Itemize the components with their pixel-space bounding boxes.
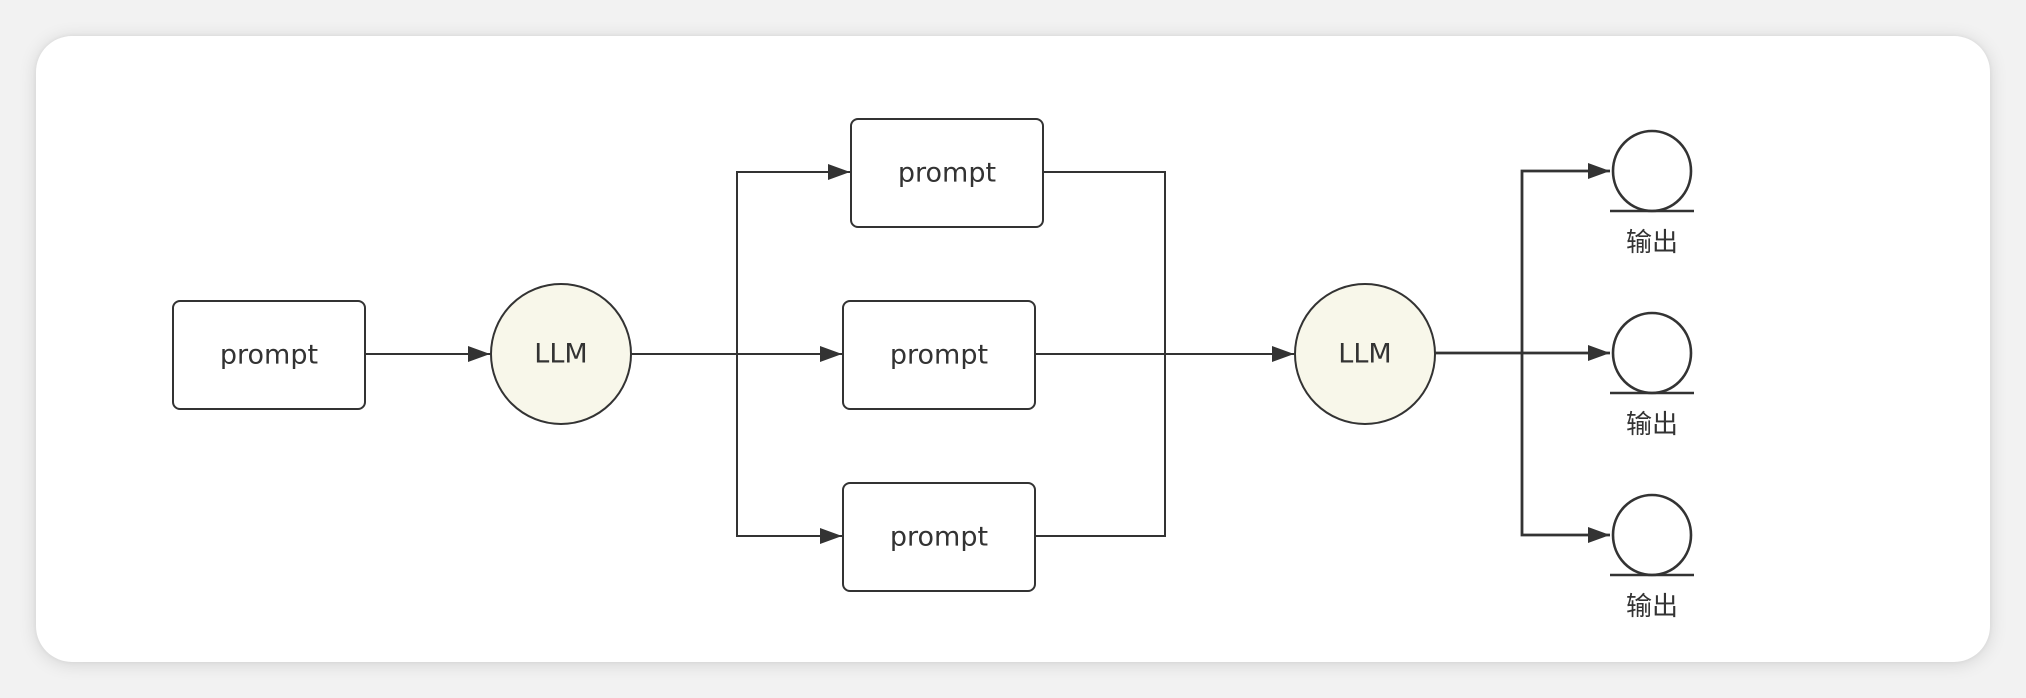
node-branch-prompt-top: prompt xyxy=(850,118,1044,228)
node-branch-prompt-top-label: prompt xyxy=(898,158,996,189)
edge-merge-top xyxy=(1043,171,1166,354)
edge-llm2-to-output-bottom xyxy=(1520,353,1610,543)
node-llm-first-label: LLM xyxy=(534,339,587,370)
node-branch-prompt-bottom: prompt xyxy=(842,482,1036,592)
node-output-top: 输出 xyxy=(1610,129,1694,258)
person-icon xyxy=(1610,493,1694,577)
edge-llm2-to-output-top xyxy=(1520,163,1610,353)
node-llm-first: LLM xyxy=(490,283,632,425)
person-icon xyxy=(1610,129,1694,213)
edge-fanout-top xyxy=(736,164,850,354)
node-branch-prompt-middle-label: prompt xyxy=(890,340,988,371)
node-input-prompt-label: prompt xyxy=(220,340,318,371)
node-branch-prompt-middle: prompt xyxy=(842,300,1036,410)
node-branch-prompt-bottom-label: prompt xyxy=(890,522,988,553)
person-icon xyxy=(1610,311,1694,395)
node-input-prompt: prompt xyxy=(172,300,366,410)
edge-fanout-bottom xyxy=(736,354,842,544)
edge-merge-bottom xyxy=(1035,354,1166,537)
node-output-bottom-label: 输出 xyxy=(1626,592,1678,622)
node-output-middle: 输出 xyxy=(1610,311,1694,440)
node-llm-second: LLM xyxy=(1294,283,1436,425)
node-output-top-label: 输出 xyxy=(1626,228,1678,258)
node-llm-second-label: LLM xyxy=(1338,339,1391,370)
node-output-middle-label: 输出 xyxy=(1626,410,1678,440)
node-output-bottom: 输出 xyxy=(1610,493,1694,622)
